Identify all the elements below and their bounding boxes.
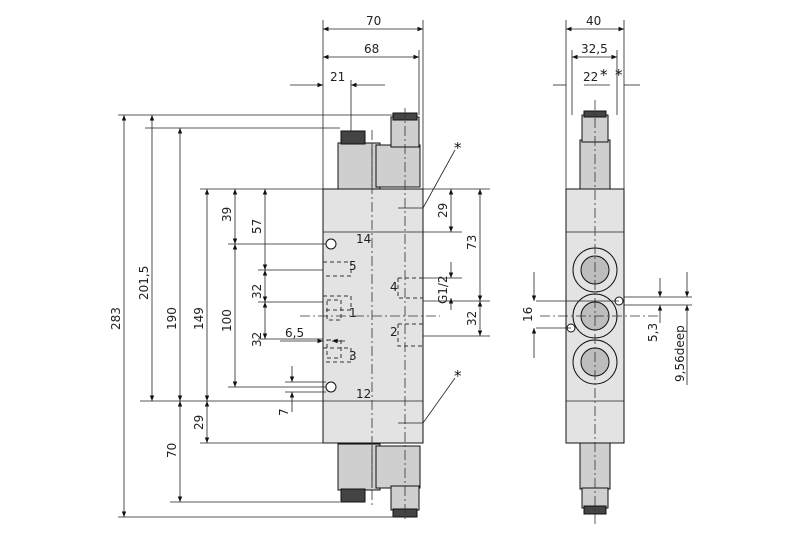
thread-g1-2: G1/2 [436,275,450,304]
star-lower: * [454,367,462,385]
side-star-right: * [615,66,623,84]
side-view: 40 32,5 22 * * 16 5,3 9,56deep [521,14,692,525]
dim-70-lower: 70 [165,443,179,458]
port-14-label: 14 [356,232,371,246]
dim-201-5: 201,5 [137,266,151,300]
mounting-hole-upper [325,238,337,250]
dim-32-right: 32 [465,311,479,326]
side-dim-5-3: 5,3 [646,323,660,342]
dim-68-width: 68 [364,42,379,56]
port-1-label: 1 [349,306,357,320]
lower-solenoid [337,443,421,518]
side-dim-depth: 9,56deep [673,325,687,382]
star-upper: * [454,139,462,157]
side-dim-40: 40 [586,14,601,28]
upper-solenoid [337,112,421,190]
port-12-label: 12 [356,387,371,401]
port-4-label: 4 [390,280,398,294]
dim-283: 283 [109,307,123,330]
left-dimensions: 283 201,5 190 149 100 39 57 32 32 [109,114,395,518]
port-2-label: 2 [390,325,398,339]
dim-21-width: 21 [330,70,345,84]
right-dimensions: 29 73 G1/2 32 [423,188,490,337]
mounting-hole-lower [325,381,337,393]
port-5-label: 5 [349,259,357,273]
dim-39: 39 [220,207,234,222]
dim-57: 57 [250,219,264,234]
dim-32-upper: 32 [250,284,264,299]
side-star-left: * [600,66,608,84]
side-dim-32-5: 32,5 [581,42,608,56]
dim-70-width: 70 [366,14,381,28]
port-3-label: 3 [349,349,357,363]
top-dimensions: 70 68 21 [290,14,424,189]
side-dim-16: 16 [521,307,535,322]
dim-32-lower: 32 [250,332,264,347]
dim-29-lower: 29 [192,415,206,430]
star-leaders: * * [398,139,462,424]
dim-100: 100 [220,309,234,332]
front-view: 14 12 5 1 3 4 2 70 68 21 [109,14,490,520]
dim-149: 149 [192,307,206,330]
side-dim-22: 22 [583,70,598,84]
dim-29-right: 29 [436,203,450,218]
dim-7: 7 [277,408,291,416]
dim-190: 190 [165,307,179,330]
dim-6-5: 6,5 [285,326,304,340]
dim-73-right: 73 [465,235,479,250]
